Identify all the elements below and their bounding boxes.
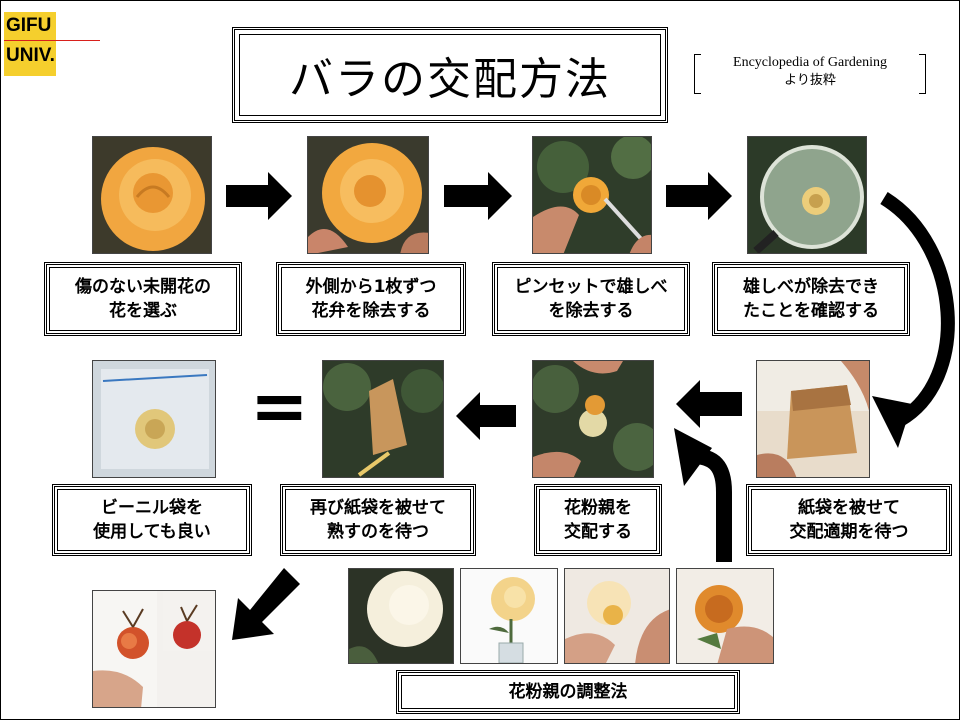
arrow-curve-up-head <box>674 428 712 486</box>
step-3-label: ピンセットで雄しべ を除去する <box>492 262 690 336</box>
photo-step-8-vinyl-bag <box>92 360 216 478</box>
logo-line-1: GIFU <box>6 15 52 36</box>
source-note: Encyclopedia of Gardening より抜粋 <box>694 54 926 94</box>
logo-yellow-block <box>4 12 56 76</box>
arrow-left-2 <box>456 392 516 440</box>
photo-step-1-unopened-rose <box>92 136 212 254</box>
arrow-curve-up <box>691 448 732 562</box>
photo-step-6-pollinating <box>532 360 654 478</box>
page-title: バラの交配方法 <box>289 54 611 105</box>
step-5-label: 紙袋を被せて 交配適期を待つ <box>746 484 952 556</box>
photo-rose-hips <box>92 590 216 708</box>
step-8-label: ビーニル袋を 使用しても良い <box>52 484 252 556</box>
photo-step-2-removing-petals <box>307 136 429 254</box>
arrow-right-1 <box>226 172 292 220</box>
photo-prep-3-removing-petals <box>564 568 670 664</box>
arrow-curve-down <box>880 192 955 427</box>
step-1-label: 傷のない未開花の 花を選ぶ <box>44 262 242 336</box>
step-2-label: 外側から1枚ずつ 花弁を除去する <box>276 262 466 336</box>
photo-step-4-magnifier-check <box>747 136 867 254</box>
step-4-label: 雄しべが除去でき たことを確認する <box>712 262 910 336</box>
photo-prep-2-rose-in-vase <box>460 568 558 664</box>
arrow-diagonal-down-left <box>232 568 300 640</box>
source-line-2: より抜粋 <box>784 73 836 88</box>
step-7-label: 再び紙袋を被せて 熟すのを待つ <box>280 484 476 556</box>
arrow-right-3 <box>666 172 732 220</box>
arrow-left-1 <box>676 380 742 428</box>
photo-prep-4-stamens <box>676 568 774 664</box>
source-line-1: Encyclopedia of Gardening <box>733 55 887 70</box>
step-6-label: 花粉親を 交配する <box>534 484 662 556</box>
photo-step-3-tweezers <box>532 136 652 254</box>
photo-step-5-paper-bag <box>756 360 870 478</box>
logo-line-2: UNIV. <box>6 45 55 66</box>
logo-red-line <box>4 40 100 41</box>
title-box: バラの交配方法 <box>232 27 668 123</box>
pollen-prep-label: 花粉親の調整法 <box>396 670 740 714</box>
arrow-curve-head <box>872 396 912 448</box>
photo-prep-1-white-rose <box>348 568 454 664</box>
photo-step-7-rebagged <box>322 360 444 478</box>
equals-sign: = <box>250 365 309 447</box>
arrow-right-2 <box>444 172 512 220</box>
